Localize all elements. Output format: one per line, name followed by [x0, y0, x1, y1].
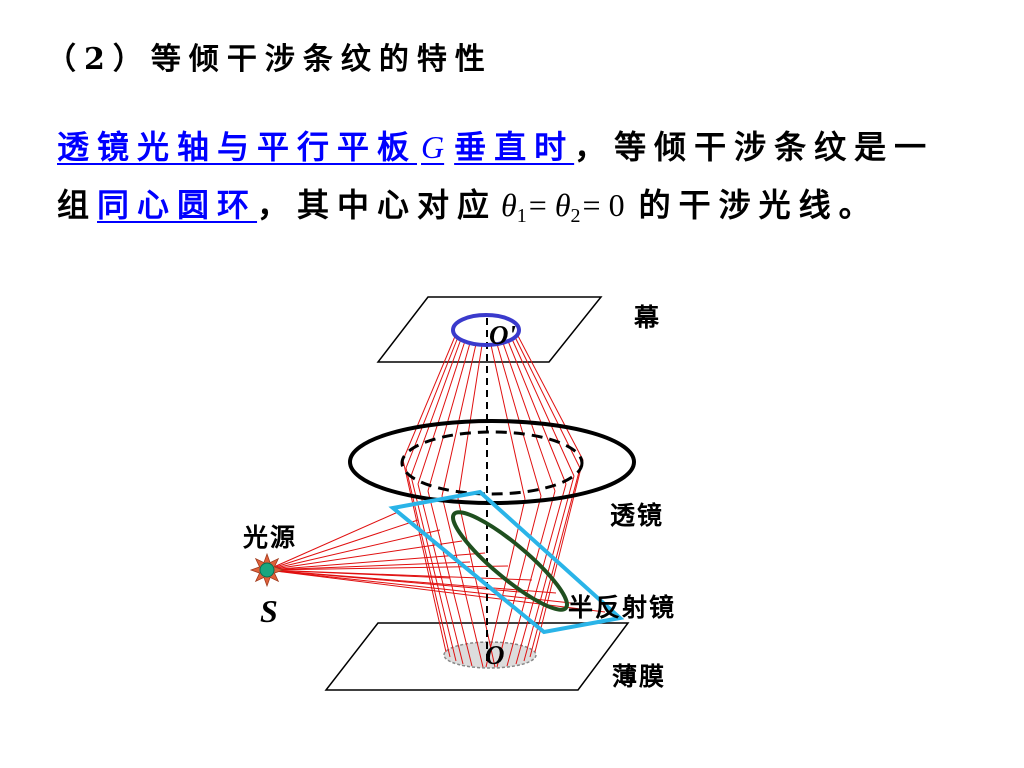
link-text-after: 垂直时 [454, 128, 575, 166]
lens-label: 透镜 [610, 501, 664, 530]
light-rays [266, 333, 606, 668]
light-ray-upper [402, 333, 457, 461]
source-ray [266, 540, 463, 571]
light-ray-upper [507, 340, 567, 485]
subscript-1: 1 [516, 205, 527, 227]
light-ray-upper [410, 338, 462, 477]
equals-sign-2: = [582, 187, 601, 223]
subscript-2: 2 [570, 205, 581, 227]
source-ray [266, 565, 509, 571]
line2-end-text: 的干涉光线。 [638, 186, 879, 224]
line2-middle-text: ，其中心对应 [257, 186, 498, 224]
equals-sign-1: = [528, 187, 547, 223]
source-ray [266, 561, 471, 571]
angle-equation: θ1=θ2=0 [501, 187, 625, 226]
light-ray-upper [417, 340, 466, 485]
screen-label: 幕 [633, 303, 661, 332]
theta-symbol-2: θ [554, 187, 571, 223]
source-symbol: S [260, 593, 278, 629]
angle-value: 0 [608, 187, 625, 223]
light-ray-lower [441, 495, 484, 668]
film-center-label: O [485, 640, 505, 670]
light-ray-upper [441, 343, 477, 497]
source-label: 光源 [242, 523, 297, 552]
screen-center-label: O' [489, 320, 516, 350]
mirror-label: 半反射镜 [568, 593, 676, 622]
half-mirror [388, 489, 625, 635]
light-ray-lower [405, 467, 451, 658]
light-ray-lower [534, 459, 584, 653]
light-ray-lower [410, 475, 457, 662]
source-core [259, 562, 275, 578]
light-ray-lower [506, 490, 556, 667]
lens-back-edge [400, 430, 584, 496]
light-ray-lower [515, 483, 567, 665]
film-label: 薄膜 [612, 662, 666, 691]
light-ray-upper [502, 342, 556, 492]
source-ray [266, 569, 521, 593]
film-plane [324, 622, 630, 691]
light-ray-upper [516, 333, 584, 461]
light-ray-lower [402, 459, 447, 653]
light-ray-lower [417, 483, 464, 665]
lens-outline [348, 419, 636, 505]
line2-start-text: 组 [57, 186, 98, 224]
light-ray-upper [427, 342, 471, 492]
plate-variable-g: G [421, 129, 445, 165]
light-ray-lower [496, 495, 542, 668]
light-ray-lower [427, 490, 473, 667]
screen-plane [376, 296, 603, 363]
light-ray-lower [457, 498, 496, 668]
light-ray-upper [511, 338, 575, 477]
source-ray [266, 511, 399, 571]
mirror-reflection-ellipse [451, 510, 569, 612]
theta-symbol-1: θ [501, 187, 517, 223]
source-ray [266, 569, 581, 605]
link-text-before: 透镜光轴与平行平板 [57, 128, 418, 166]
source-ray [266, 529, 441, 571]
slide-title: （2）等倾干涉条纹的特性 [46, 42, 493, 77]
light-source-icon [249, 552, 285, 588]
screen-ring [451, 313, 521, 347]
source-ray [266, 569, 451, 579]
link-concentric-rings[interactable]: 同心圆环 [97, 186, 258, 224]
light-ray-lower [523, 475, 575, 662]
film-spot [443, 641, 537, 669]
line1-rest-text: ，等倾干涉条纹是一 [574, 128, 935, 166]
source-ray [266, 519, 419, 571]
